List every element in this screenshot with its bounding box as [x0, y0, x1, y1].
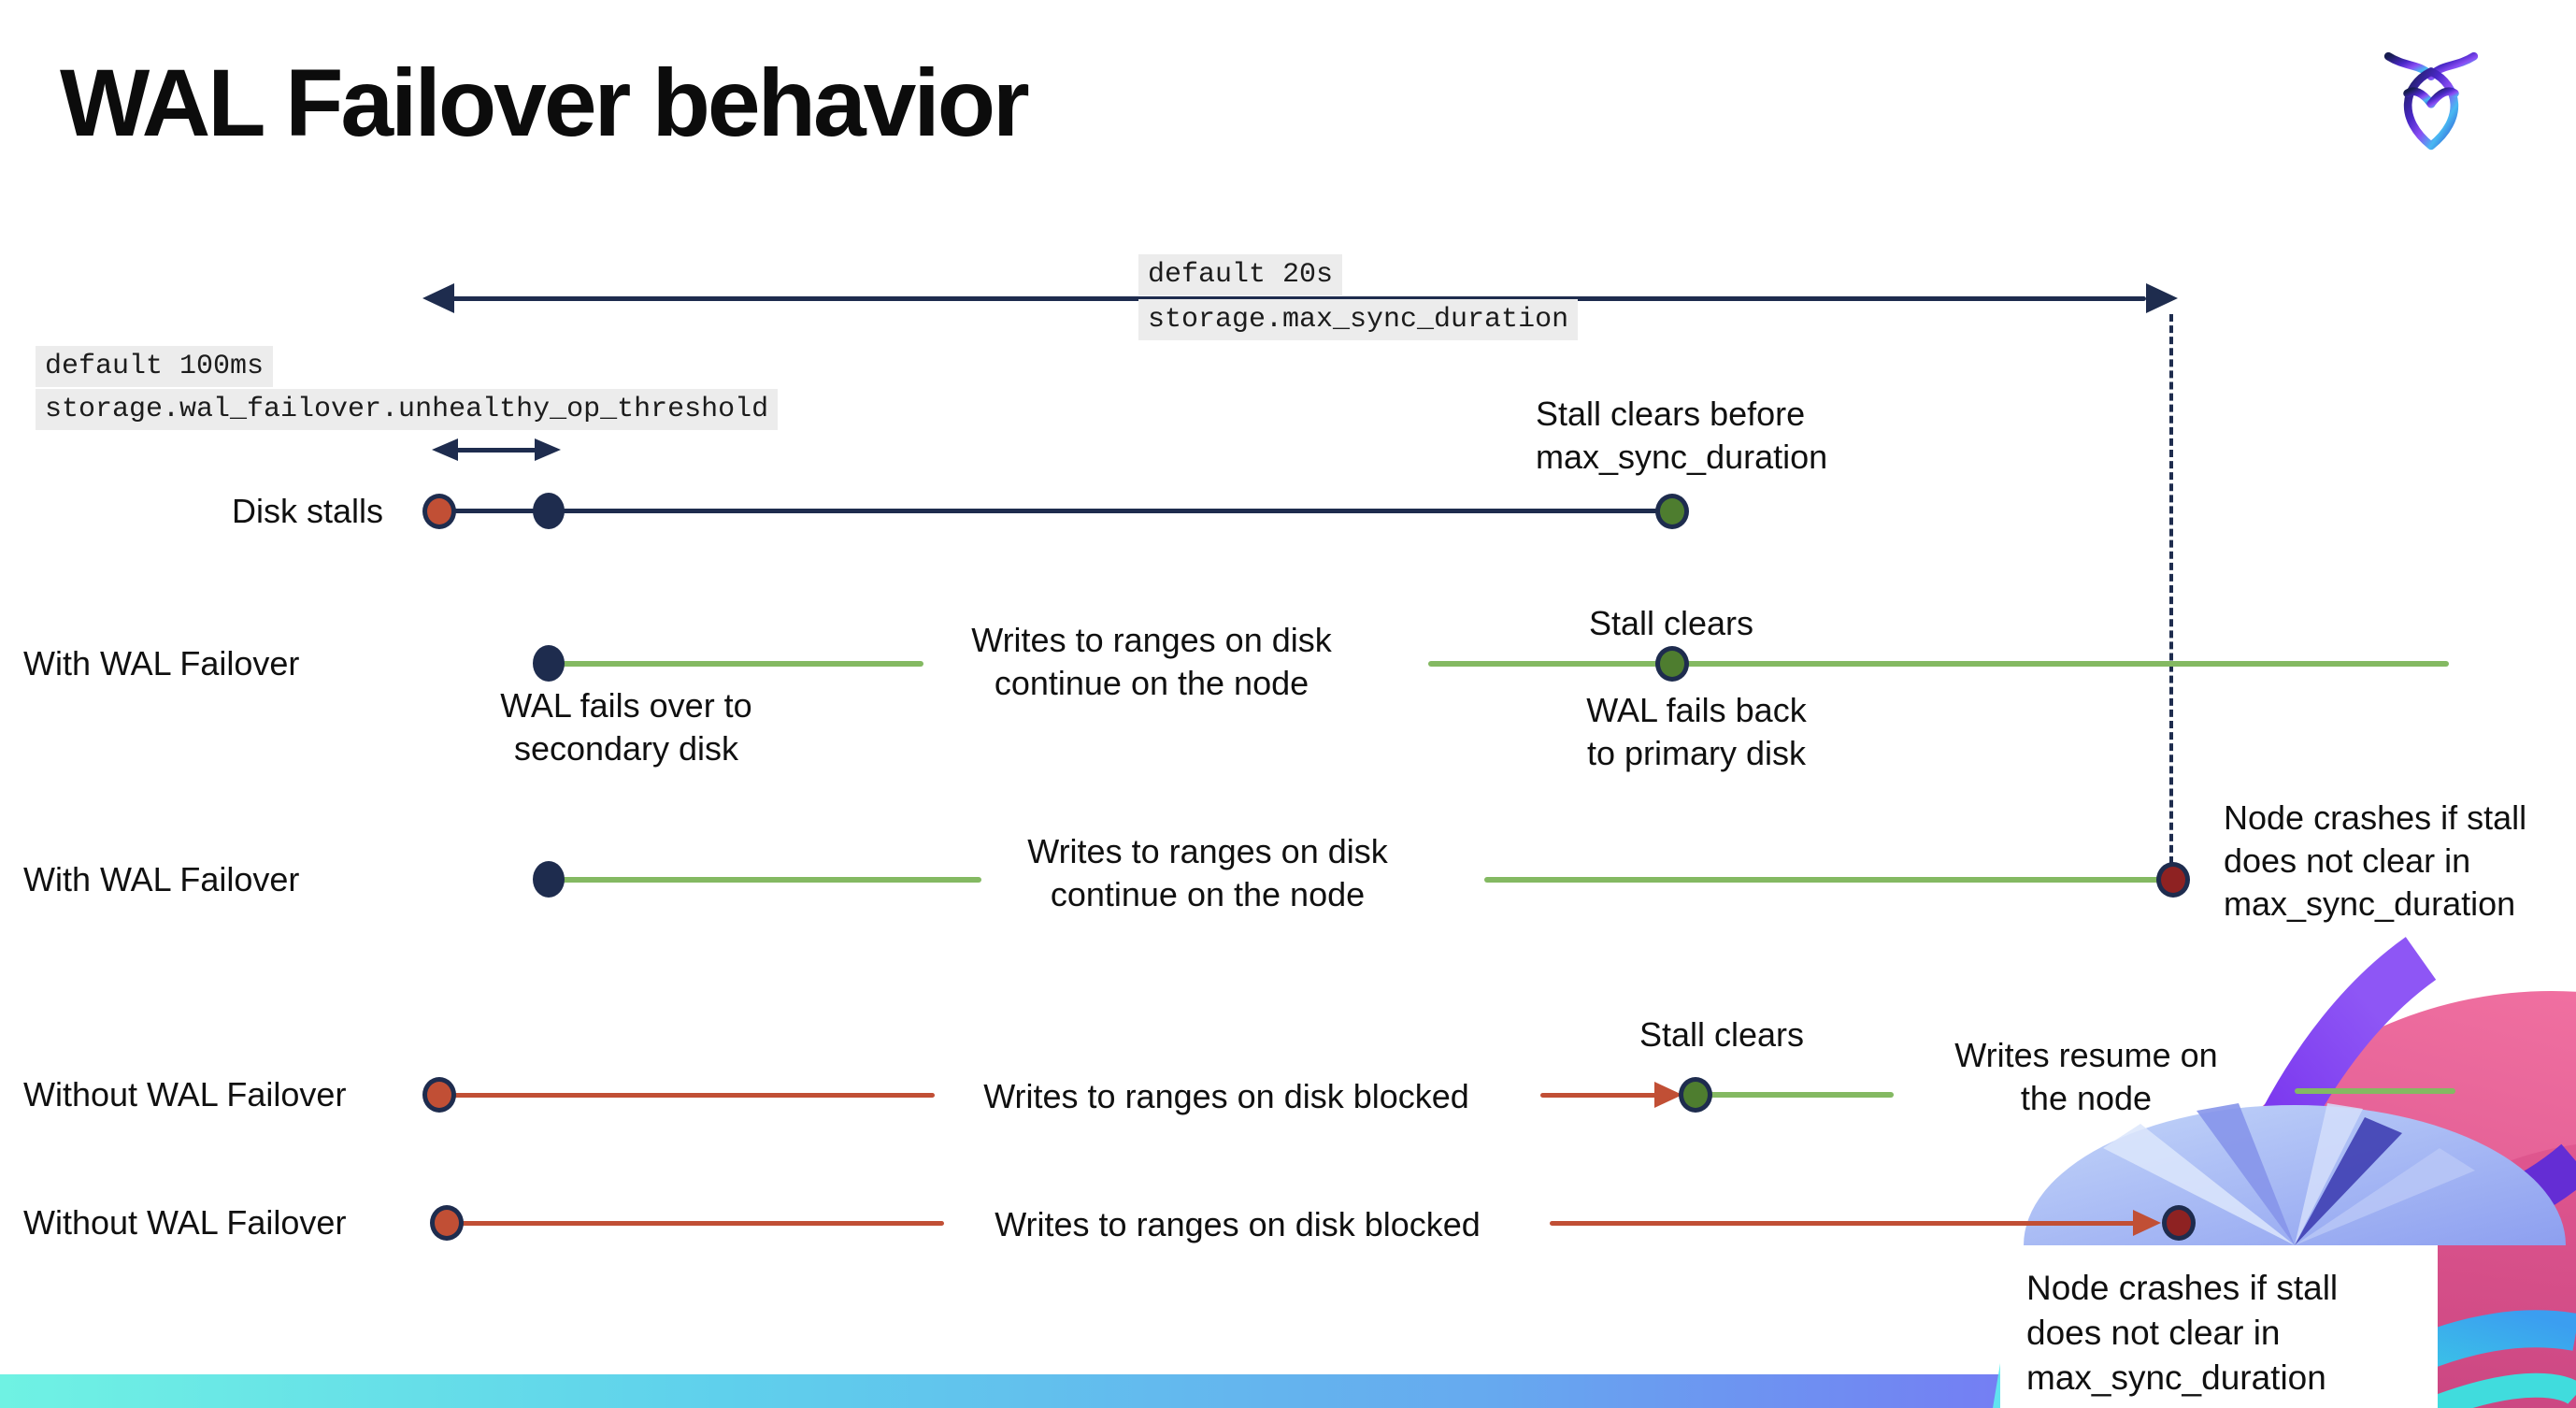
- healthy-line-row2-a: [550, 661, 923, 667]
- row-label-with-wal-failover-2: With WAL Failover: [23, 860, 300, 898]
- max-sync-arrow-line: [452, 296, 2146, 301]
- stall-clears-dot-row2: [1655, 646, 1689, 682]
- unhealthy-op-default-label: default 100ms: [36, 346, 274, 387]
- blocked-line-row5-b: [1550, 1221, 2139, 1226]
- blocked-arrowhead-row4: [1654, 1082, 1682, 1108]
- threshold-arrowhead-left: [432, 438, 458, 461]
- threshold-arrow-line: [456, 448, 537, 453]
- healthy-line-row3-a: [550, 877, 981, 883]
- blocked-line-row4-b: [1540, 1093, 1662, 1098]
- row-label-with-wal-failover-1: With WAL Failover: [23, 644, 300, 682]
- stall-start-dot-row5: [430, 1205, 464, 1241]
- healthy-line-row2-b: [1428, 661, 2449, 667]
- disk-stall-timeline-line: [439, 509, 1672, 513]
- node-crashes-annotation-row3: Node crashes if stall does not clear in …: [2224, 798, 2527, 923]
- failover-dot-row3: [533, 861, 565, 898]
- failover-threshold-dot: [533, 493, 565, 529]
- resumed-line-row4-b: [2295, 1088, 2455, 1094]
- row-label-without-wal-failover-1: Without WAL Failover: [23, 1075, 347, 1113]
- blocked-arrowhead-row5: [2133, 1210, 2161, 1236]
- stall-start-dot-row4: [422, 1077, 456, 1113]
- writes-blocked-annotation-row5: Writes to ranges on disk blocked: [995, 1205, 1481, 1243]
- node-crash-dot-row5: [2162, 1205, 2196, 1241]
- node-crash-dot-row3: [2156, 862, 2190, 898]
- writes-continue-annotation-row2: Writes to ranges on disk continue on the…: [971, 621, 1332, 702]
- max-sync-arrowhead-left: [422, 283, 454, 313]
- disk-stall-start-dot: [422, 494, 456, 529]
- page-title: WAL Failover behavior: [60, 50, 1030, 156]
- blocked-line-row5-a: [447, 1221, 944, 1226]
- node-crash-callout: Node crashes if stall does not clear in …: [2000, 1245, 2438, 1408]
- row-label-without-wal-failover-2: Without WAL Failover: [23, 1203, 347, 1242]
- row-label-disk-stalls: Disk stalls: [231, 492, 383, 530]
- writes-continue-annotation-row3: Writes to ranges on disk continue on the…: [1027, 832, 1388, 913]
- healthy-line-row3-b: [1484, 877, 2173, 883]
- wal-fails-over-annotation: WAL fails over to secondary disk: [500, 686, 752, 768]
- unhealthy-op-setting-label: storage.wal_failover.unhealthy_op_thresh…: [36, 389, 779, 430]
- stall-clears-dot-row4: [1679, 1077, 1712, 1113]
- blocked-line-row4-a: [439, 1093, 935, 1098]
- max-sync-setting-label: storage.max_sync_duration: [1138, 299, 1579, 340]
- writes-resume-annotation: Writes resume on the node: [1954, 1036, 2218, 1117]
- max-sync-default-label: default 20s: [1138, 254, 1343, 295]
- stall-clears-dot-row1: [1655, 494, 1689, 529]
- threshold-arrowhead-right: [535, 438, 561, 461]
- max-sync-deadline-dashed-line: [2169, 314, 2173, 864]
- max-sync-arrowhead-right: [2146, 283, 2178, 313]
- failover-dot-row2: [533, 645, 565, 682]
- wal-fails-back-annotation: WAL fails back to primary disk: [1586, 691, 1807, 772]
- resumed-line-row4-a: [1697, 1092, 1894, 1098]
- stall-clears-before-annotation: Stall clears before max_sync_duration: [1536, 395, 1828, 476]
- stall-clears-annotation-row4: Stall clears: [1639, 1015, 1805, 1054]
- writes-blocked-annotation-row4: Writes to ranges on disk blocked: [983, 1077, 1469, 1115]
- stall-clears-annotation-row2: Stall clears: [1588, 604, 1754, 642]
- cockroachdb-logo-icon: [2383, 51, 2479, 151]
- node-crashes-annotation-row5: Node crashes if stall does not clear in …: [2026, 1269, 2339, 1397]
